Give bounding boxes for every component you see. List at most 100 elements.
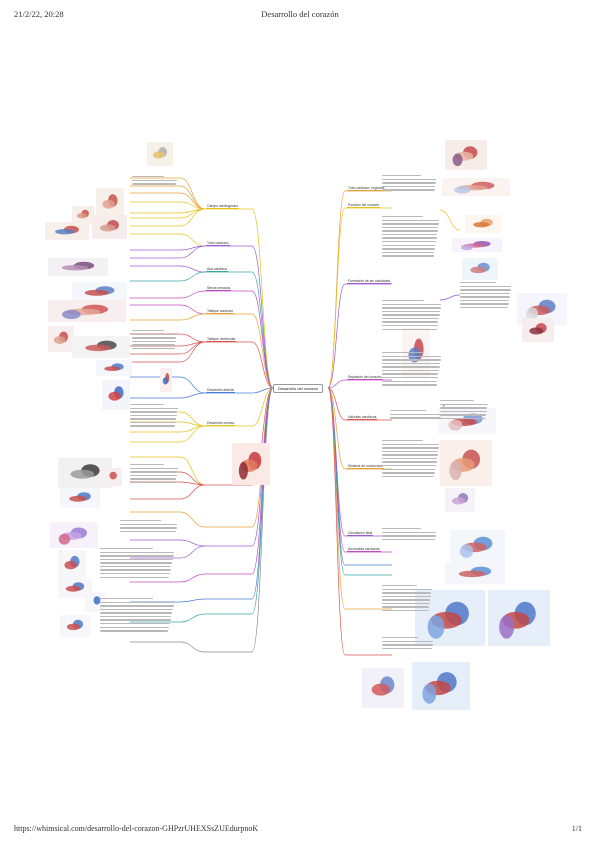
sub-connector <box>179 290 206 299</box>
anomaly-illustration-4 <box>412 662 470 710</box>
heart-tube-anatomy <box>96 188 124 218</box>
heart-loop-steps <box>72 282 127 302</box>
right-branch-node-8[interactable]: Anomalías cardíacas <box>347 547 381 552</box>
right-branch-connector <box>327 387 346 610</box>
left-branch-connector <box>251 341 274 389</box>
note-tabique-a <box>130 464 178 485</box>
note-senos <box>130 404 178 429</box>
atrial-septum <box>96 360 132 376</box>
right-branch-node-4[interactable]: Septación del corazón <box>347 375 383 380</box>
chambers-illustration <box>452 238 502 252</box>
left-branch-connector <box>251 387 274 653</box>
sub-connector <box>179 341 206 363</box>
left-branch-connector <box>251 387 274 427</box>
note-anomalias <box>382 585 432 614</box>
anomaly-illustration-2 <box>488 590 550 646</box>
heart-primordium <box>92 215 127 239</box>
sub-connector <box>179 304 206 315</box>
print-datetime: 21/2/22, 20:28 <box>14 9 64 19</box>
note-valvulas <box>390 410 442 421</box>
left-branch-node-4[interactable]: Senos venosos <box>206 286 232 291</box>
note-valvulas-detail <box>440 400 488 421</box>
right-branch-node-3[interactable]: Formación de las cavidades <box>347 279 392 284</box>
illustration-thumbnails <box>45 140 567 710</box>
septation-arrow <box>160 368 172 392</box>
left-branch-node-2[interactable]: Tubo cardíaco <box>206 241 230 246</box>
sub-connector <box>179 392 206 399</box>
sub-connector <box>179 245 206 259</box>
note-septacion <box>382 352 442 388</box>
sub-connector <box>179 573 206 583</box>
sub-connector <box>179 481 206 486</box>
shunt-diagram <box>445 562 505 584</box>
page-number: 1/1 <box>571 824 582 833</box>
left-branch-node-5[interactable]: Tabique auricular <box>206 309 234 314</box>
circulation-diagram <box>450 530 505 562</box>
heart-tube-illustration <box>445 140 487 170</box>
right-branch-connector <box>327 387 346 421</box>
heart-anatomy-illustration <box>522 318 554 342</box>
sub-connector <box>179 598 206 603</box>
right-branch-node-5[interactable]: Válvulas cardíacas <box>347 415 378 420</box>
right-branch-connector <box>327 283 346 389</box>
note-asa <box>132 330 177 351</box>
left-branch-connector <box>251 387 274 615</box>
note-circulacion <box>382 528 437 542</box>
right-branch-connector <box>327 387 346 656</box>
left-branch-node-7[interactable]: Desarrollo arterial <box>206 388 235 393</box>
left-branch-node-6[interactable]: Tabique ventricular <box>206 337 237 342</box>
left-branch-node-8[interactable]: Desarrollo venoso <box>206 421 236 426</box>
mind-map-root-node[interactable]: Desarrollo del corazón <box>273 384 324 393</box>
sub-connector <box>179 613 206 623</box>
right-branch-node-2[interactable]: Posición del corazón <box>347 203 381 208</box>
note-anomalias-2 <box>382 637 434 651</box>
note-arterial <box>100 548 175 580</box>
vessel-diagram <box>517 293 567 325</box>
ventricle-sketch <box>100 468 122 486</box>
sub-connector <box>179 511 206 528</box>
left-branch-connector <box>251 271 274 389</box>
sub-connector <box>179 641 206 653</box>
cross-sections <box>48 258 108 276</box>
aortic-arch <box>58 550 86 578</box>
page-title: Desarrollo del corazón <box>261 9 339 19</box>
sub-connector <box>179 539 206 547</box>
right-branch-connector <box>327 387 346 470</box>
arch-arteries <box>50 522 98 548</box>
right-branch-connector <box>327 207 346 389</box>
embryo-sections <box>45 222 89 240</box>
left-branch-node-1[interactable]: Campo cardiogénico <box>206 204 240 209</box>
sub-connector <box>179 471 206 486</box>
right-branch-node-7[interactable]: Circulación fetal <box>347 531 374 536</box>
heart-loop-illustration <box>465 215 501 233</box>
connector-line <box>439 294 461 301</box>
heart-sections-illustration <box>442 178 510 196</box>
right-branch-node-6[interactable]: Sistema de conducción <box>347 464 385 469</box>
conduction-illustration <box>440 440 492 486</box>
left-branch-node-3[interactable]: Asa cardíaca <box>206 267 228 272</box>
left-branch-connector <box>251 313 274 389</box>
page-url: https://whimsical.com/desarrollo-del-cor… <box>14 824 259 833</box>
septation-step <box>102 380 130 410</box>
left-branch-connector <box>251 245 274 389</box>
sub-connector <box>179 425 206 443</box>
left-branch-connector <box>251 208 274 389</box>
left-branch-connector <box>251 290 274 389</box>
right-branch-node-1[interactable]: Tubo cardíaco, regiones <box>347 186 386 191</box>
ventricular-septum <box>60 488 100 508</box>
sub-connector <box>179 313 206 321</box>
vein-sketch <box>58 578 92 598</box>
sub-connector <box>179 177 206 210</box>
sub-connector <box>179 333 206 343</box>
sub-connector <box>179 192 206 210</box>
note-tabique-v <box>120 520 178 534</box>
sub-connector <box>179 265 206 273</box>
anomaly-illustration-1 <box>415 590 485 646</box>
note-formacion <box>382 300 442 332</box>
sub-connector <box>179 208 206 219</box>
fold-illustration <box>72 206 94 224</box>
sub-connector <box>179 456 206 486</box>
sub-connector <box>179 376 206 394</box>
note-cavidades <box>382 216 440 259</box>
